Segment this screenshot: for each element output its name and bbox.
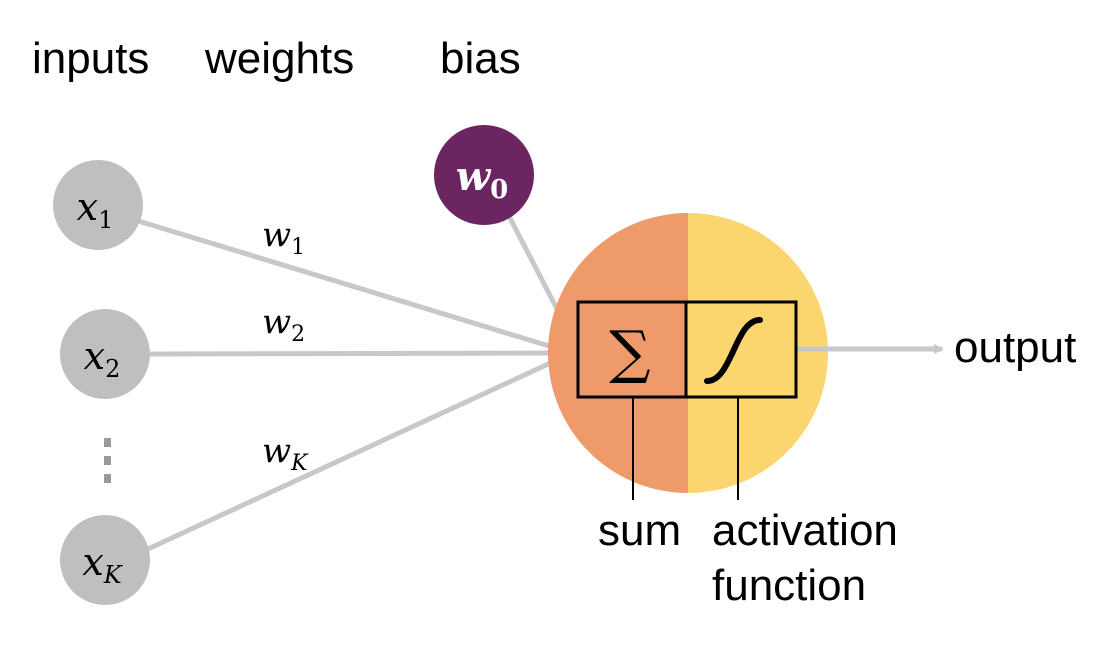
sum-symbol: ∑ [609,318,650,386]
edge-x1 [134,217,573,356]
weights-header: weights [204,34,354,83]
activation-label-line1: activation [712,506,898,555]
inputs-header: inputs [32,34,149,83]
weight-label-w1: w1 [262,215,305,260]
weight-label-w2: w2 [262,302,305,347]
bias-node [434,125,534,225]
input-label-x1: x1 [77,185,114,234]
input-node-x1 [53,160,143,250]
sigmoid-icon [704,317,763,384]
vertical-ellipsis [104,438,111,483]
output-label: output [954,323,1076,372]
edge-x2 [147,350,573,357]
activation-label-line2: function [712,561,866,610]
edge-xK [133,350,574,558]
bias-header: bias [440,34,521,83]
sum-box [576,300,688,399]
input-node-x2 [60,309,150,399]
activation-box [684,300,798,399]
weight-label-wK: wK [262,431,309,476]
input-node-xK [60,515,150,605]
input-label-xK: xK [82,540,123,589]
input-label-x2: x2 [84,334,121,383]
bias-node-label: w0 [456,153,509,205]
sum-label: sum [598,506,681,555]
